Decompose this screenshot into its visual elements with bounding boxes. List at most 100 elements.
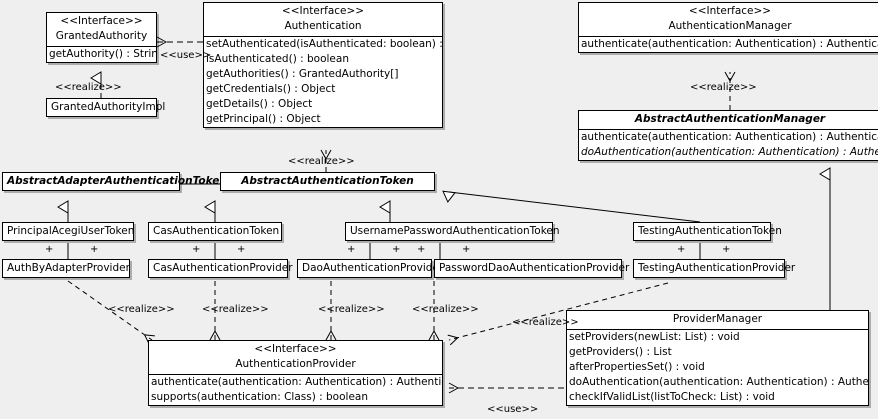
class-header: TestingAuthenticationToken: [634, 223, 782, 240]
class-name: AbstractAuthenticationToken: [241, 175, 414, 187]
operation-row: getPrincipal() : Object: [206, 113, 321, 125]
edge-label-realize-authbyadapterprovider: <<realize>>: [108, 304, 175, 315]
operation-row: authenticate(authentication: Authenticat…: [151, 376, 442, 388]
operations-compartment: authenticate(authentication: Authenticat…: [579, 130, 878, 160]
class-granted-authority[interactable]: <<Interface>> GrantedAuthority getAuthor…: [46, 12, 157, 63]
edge-generalize-testingauthenticationtoken: [442, 190, 701, 223]
class-header: <<Interface>> Authentication: [204, 3, 442, 36]
class-header: <<Interface>> AuthenticationProvider: [149, 341, 442, 374]
stereotype-label: <<Interface>>: [281, 5, 365, 17]
stereotype-label: <<Interface>>: [60, 15, 143, 27]
class-name: DaoAuthenticationProvider: [302, 262, 444, 274]
edge-label-realize-abstractauthenticationmanager: <<realize>>: [690, 82, 757, 93]
operation-row: supports(authentication: Class) : boolea…: [151, 391, 368, 403]
operation-row-abstract: doAuthentication(authentication: Authent…: [581, 146, 878, 158]
class-header: AbstractAuthenticationToken: [221, 173, 434, 190]
class-username-password-authentication-token[interactable]: UsernamePasswordAuthenticationToken: [345, 222, 560, 241]
class-name: Authentication: [284, 20, 362, 32]
class-dao-authentication-provider[interactable]: DaoAuthenticationProvider: [297, 259, 444, 278]
class-name: GrantedAuthority: [55, 30, 148, 42]
operation-row: getDetails() : Object: [206, 98, 313, 110]
operation-row: isAuthenticated() : boolean: [206, 53, 349, 65]
assoc-plus-mark: +: [417, 244, 426, 255]
operations-compartment: authenticate(authentication: Authenticat…: [579, 37, 878, 52]
class-cas-authentication-provider[interactable]: CasAuthenticationProvider: [148, 259, 293, 278]
assoc-plus-mark: +: [237, 244, 246, 255]
class-name: GrantedAuthorityImpl: [51, 101, 166, 113]
operation-row: getProviders() : List: [569, 346, 672, 358]
assoc-plus-mark: +: [192, 244, 201, 255]
class-name: AbstractAuthenticationManager: [634, 113, 826, 125]
class-abstract-adapter-authentication-token[interactable]: AbstractAdapterAuthenticationToken: [2, 172, 227, 191]
class-provider-manager[interactable]: ProviderManager setProviders(newList: Li…: [566, 310, 869, 406]
operation-row: authenticate(authentication: Authenticat…: [581, 131, 878, 143]
operation-row: authenticate(authentication: Authenticat…: [581, 38, 878, 50]
stereotype-label: <<Interface>>: [688, 5, 772, 17]
class-principal-acegi-user-token[interactable]: PrincipalAcegiUserToken: [2, 222, 134, 241]
class-header: CasAuthenticationProvider: [149, 260, 293, 277]
class-name: AuthenticationProvider: [235, 358, 356, 370]
edge-label-realize-testingauthenticationprovider: <<realize>>: [512, 317, 579, 328]
class-name: PrincipalAcegiUserToken: [7, 225, 135, 237]
operations-compartment: getAuthority() : String: [47, 47, 156, 62]
divider: [149, 374, 442, 375]
divider: [47, 46, 156, 47]
class-name: CasAuthenticationProvider: [153, 262, 293, 274]
edge-label-realize-abstractauthenticationtoken: <<realize>>: [288, 156, 355, 167]
class-auth-by-adapter-provider[interactable]: AuthByAdapterProvider: [2, 259, 130, 278]
class-header: TestingAuthenticationProvider: [634, 260, 796, 277]
edge-label-realize-casauthenticationprovider: <<realize>>: [202, 304, 269, 315]
class-header: AuthByAdapterProvider: [3, 260, 130, 277]
assoc-plus-mark: +: [392, 244, 401, 255]
operation-row: doAuthentication(authentication: Authent…: [569, 376, 868, 388]
operation-row: setProviders(newList: List) : void: [569, 331, 740, 343]
class-name: AbstractAdapterAuthenticationToken: [7, 175, 227, 187]
class-name: AuthenticationManager: [668, 20, 792, 32]
class-cas-authentication-token[interactable]: CasAuthenticationToken: [148, 222, 282, 241]
class-name: TestingAuthenticationToken: [638, 225, 782, 237]
edge-label-realize-daoauthenticationprovider: <<realize>>: [318, 304, 385, 315]
stereotype-label: <<Interface>>: [254, 343, 337, 355]
divider: [567, 329, 868, 330]
assoc-plus-mark: +: [722, 244, 731, 255]
divider: [204, 36, 442, 37]
operation-row: getAuthority() : String: [49, 48, 156, 60]
class-abstract-authentication-manager[interactable]: AbstractAuthenticationManager authentica…: [578, 110, 878, 161]
class-granted-authority-impl[interactable]: GrantedAuthorityImpl: [46, 98, 166, 117]
operations-compartment: setAuthenticated(isAuthenticated: boolea…: [204, 37, 442, 127]
class-name: UsernamePasswordAuthenticationToken: [350, 225, 560, 237]
edge-label-use-providermanager-authenticationprovider: <<use>>: [487, 404, 539, 415]
operation-row: afterPropertiesSet() : void: [569, 361, 705, 373]
class-header: DaoAuthenticationProvider: [298, 260, 444, 277]
edge-label-use-authentication-grantedauthority: <<use>>: [160, 50, 212, 61]
operations-compartment: authenticate(authentication: Authenticat…: [149, 375, 442, 405]
operation-row: getAuthorities() : GrantedAuthority[]: [206, 68, 399, 80]
assoc-plus-mark: +: [462, 244, 471, 255]
class-header: AbstractAuthenticationManager: [579, 111, 878, 129]
class-name: CasAuthenticationToken: [153, 225, 280, 237]
class-password-dao-authentication-provider[interactable]: PasswordDaoAuthenticationProvider: [434, 259, 629, 278]
operation-row: setAuthenticated(isAuthenticated: boolea…: [206, 38, 442, 50]
assoc-plus-mark: +: [45, 244, 54, 255]
class-header: PrincipalAcegiUserToken: [3, 223, 135, 240]
class-header: <<Interface>> AuthenticationManager: [579, 3, 878, 36]
class-name: AuthByAdapterProvider: [7, 262, 130, 274]
class-abstract-authentication-token[interactable]: AbstractAuthenticationToken: [220, 172, 435, 191]
operations-compartment: setProviders(newList: List) : void getPr…: [567, 330, 868, 405]
divider: [579, 36, 878, 37]
class-header: ProviderManager: [567, 311, 868, 329]
class-header: CasAuthenticationToken: [149, 223, 281, 240]
class-testing-authentication-provider[interactable]: TestingAuthenticationProvider: [633, 259, 796, 278]
class-testing-authentication-token[interactable]: TestingAuthenticationToken: [633, 222, 782, 241]
class-authentication[interactable]: <<Interface>> Authentication setAuthenti…: [203, 2, 443, 128]
operation-row: checkIfValidList(listToCheck: List) : vo…: [569, 391, 775, 403]
edge-label-realize-grantedauthorityimpl: <<realize>>: [55, 82, 122, 93]
class-authentication-manager[interactable]: <<Interface>> AuthenticationManager auth…: [578, 2, 878, 53]
class-header: <<Interface>> GrantedAuthority: [47, 13, 156, 46]
class-authentication-provider[interactable]: <<Interface>> AuthenticationProvider aut…: [148, 340, 443, 406]
divider: [579, 129, 878, 130]
operation-row: getCredentials() : Object: [206, 83, 336, 95]
class-header: PasswordDaoAuthenticationProvider: [435, 260, 629, 277]
class-name: TestingAuthenticationProvider: [638, 262, 796, 274]
